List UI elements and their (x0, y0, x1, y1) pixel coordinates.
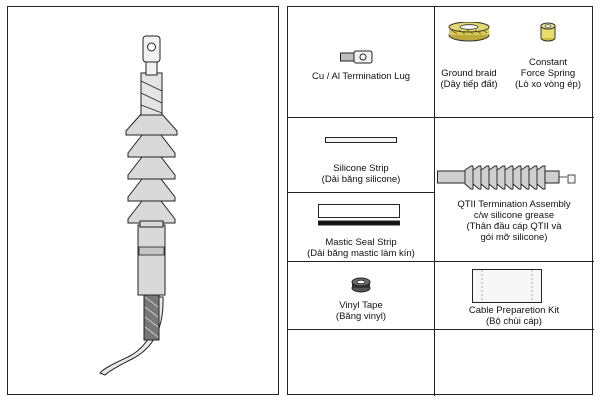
constant-force-spring-icon (540, 22, 556, 42)
row-divider-4 (288, 329, 594, 330)
mastic-seal-strip-icon (318, 204, 400, 226)
mastic-label: Mastic Seal Strip (325, 237, 397, 248)
cable-kit-vi-label: (Bộ chùi cáp) (486, 316, 542, 327)
silicone-strip-icon (325, 137, 397, 143)
silicone-strip-label: Silicone Strip (333, 163, 389, 174)
row-divider-3 (288, 261, 594, 262)
shed-stack (125, 112, 178, 228)
vinyl-tape-label: Vinyl Tape (339, 300, 383, 311)
termination-base-ring (138, 246, 165, 256)
row-divider-left-2 (288, 192, 434, 193)
vinyl-tape-icon (351, 277, 371, 293)
silicone-strip-vi-label: (Dải băng silicone) (321, 174, 401, 185)
shed-2 (127, 134, 176, 158)
row-divider-1 (288, 117, 594, 118)
mastic-vi-label: (Dải băng mastic làm kín) (307, 248, 415, 259)
lug-barrel (145, 60, 158, 76)
termination-base (137, 224, 166, 296)
ground-braid-label: Ground braid (441, 68, 497, 79)
assembled-termination-illustration (99, 35, 178, 376)
qtii-label-line1: QTII Termination Assembly (457, 199, 571, 210)
cable-preparation-kit-icon (472, 269, 542, 303)
lug-hole (147, 42, 156, 52)
components-panel: Cu / Al Termination Lug Ground braid (Dâ… (287, 6, 594, 396)
lug-label: Cu / Al Termination Lug (311, 71, 411, 82)
shed-1 (125, 112, 178, 136)
qtii-label-line2: c/w silicone grease (473, 210, 555, 221)
assembled-termination-panel (7, 6, 279, 395)
shed-neck (139, 220, 164, 228)
shed-4 (127, 178, 176, 202)
spring-vi-label: (Lò xo vòng ép) (514, 79, 581, 90)
cable-kit-label: Cable Preparetion Kit (468, 305, 560, 316)
cable-hatching (144, 296, 159, 338)
tape-wrap-lines (140, 80, 163, 114)
ground-braid-icon (448, 22, 490, 42)
termination-lug-icon (340, 50, 373, 64)
spring-label-line1: Constant (528, 57, 568, 68)
qtii-vi-label-line1: (Thân đầu cáp QTII và (466, 221, 562, 232)
vinyl-tape-vi-label: (Băng vinyl) (335, 311, 387, 322)
spring-label-line2: Force Spring (520, 68, 576, 79)
shed-5 (127, 200, 176, 224)
column-divider (434, 7, 435, 396)
qtii-vi-label-line2: gói mỡ silicone) (480, 232, 548, 243)
shed-3 (127, 156, 176, 180)
ground-braid-vi-label: (Dây tiếp đất) (440, 79, 498, 90)
qtii-termination-assembly-icon (437, 165, 576, 190)
